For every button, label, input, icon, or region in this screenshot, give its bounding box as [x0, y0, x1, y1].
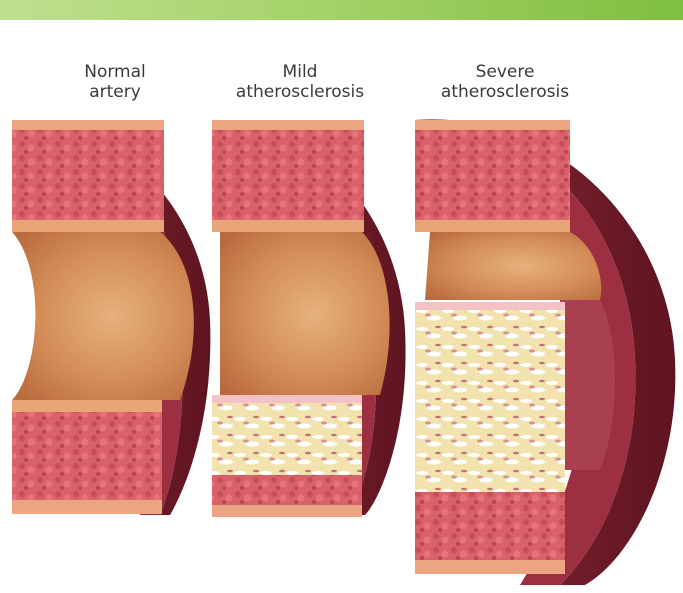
mild-artery-segment — [212, 120, 406, 517]
normal-artery-segment — [12, 120, 210, 515]
severe-artery-segment — [415, 119, 675, 585]
